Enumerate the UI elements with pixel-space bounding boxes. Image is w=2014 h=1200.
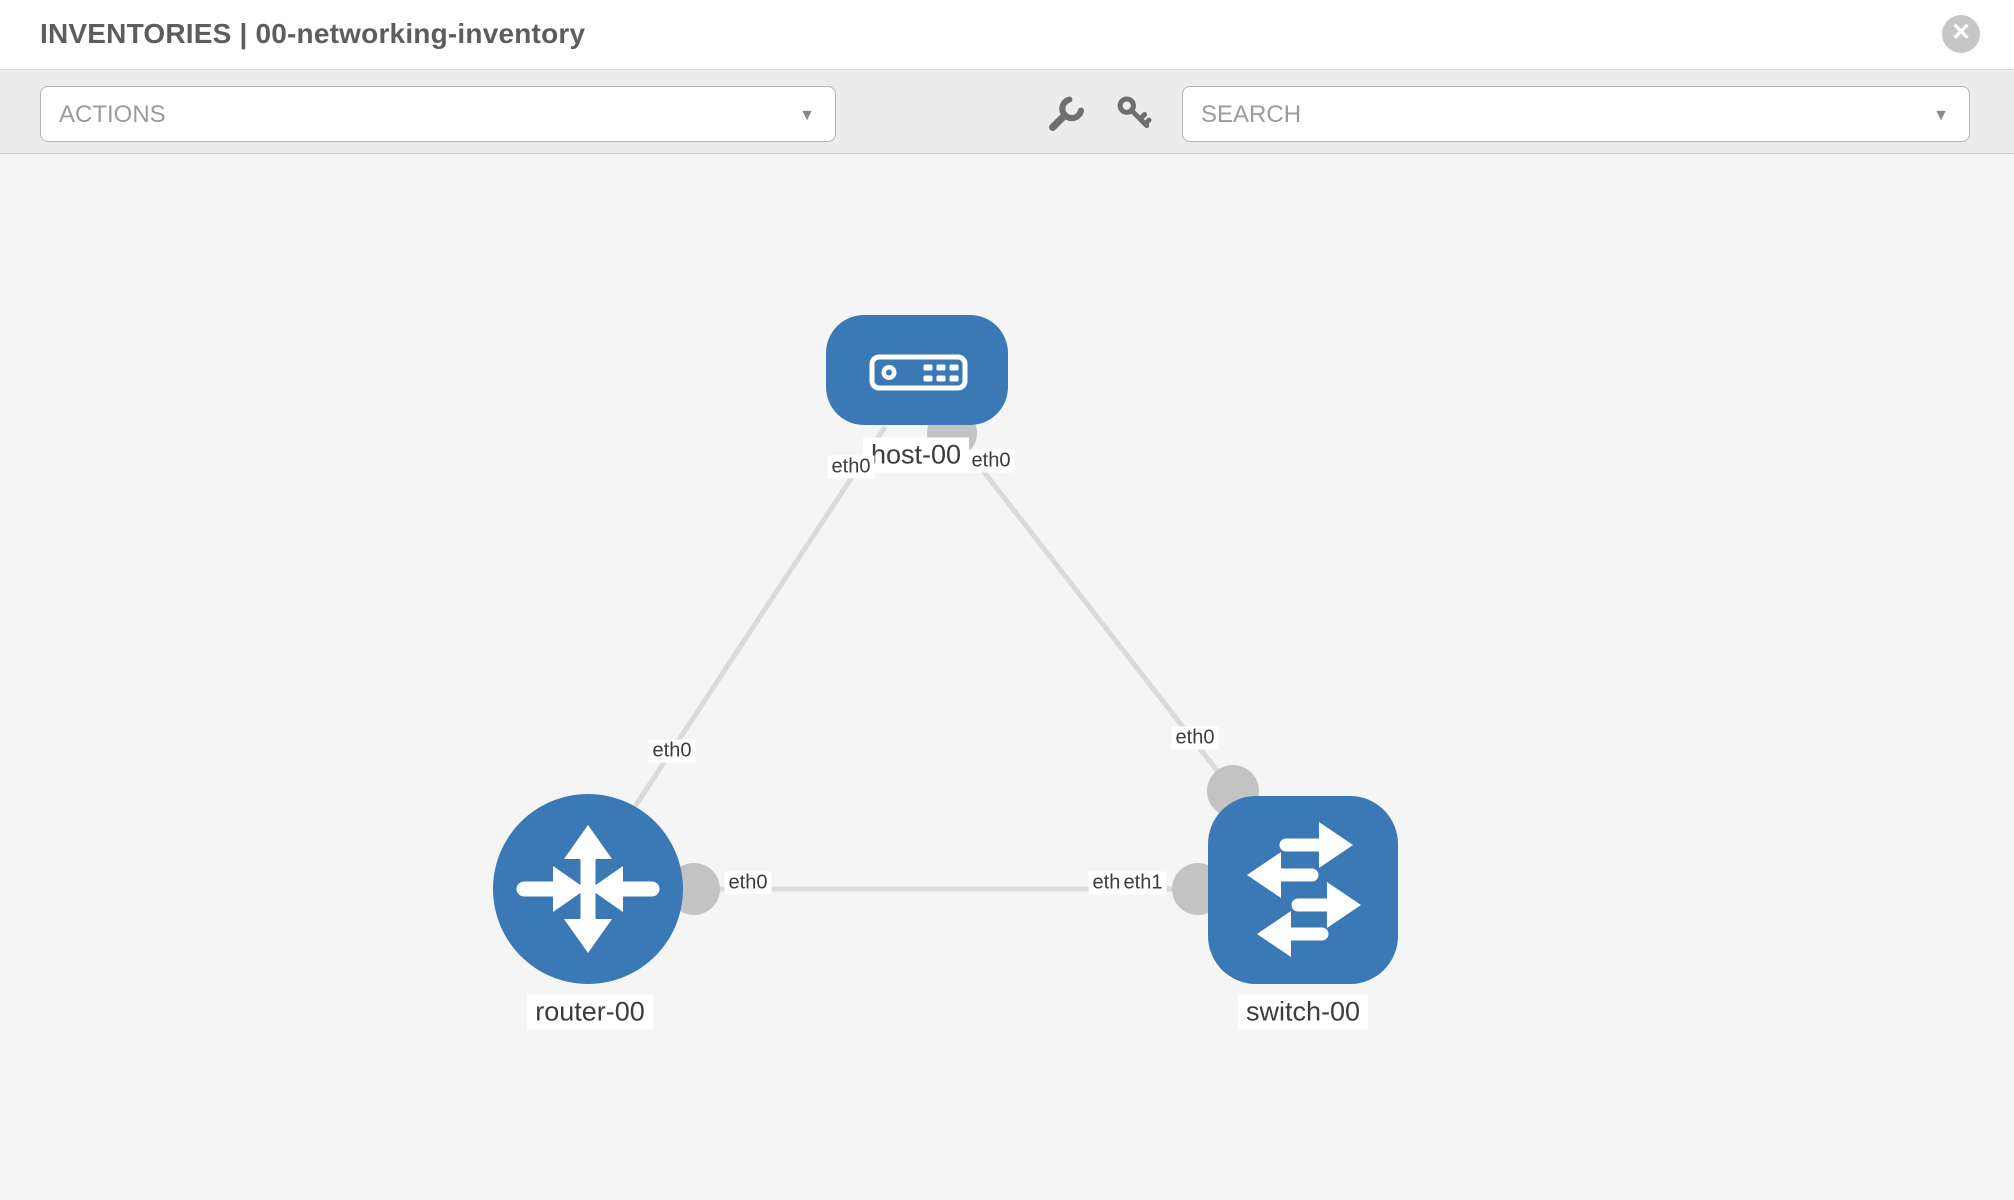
node-router-00[interactable] bbox=[493, 794, 683, 984]
node-label-switch: switch-00 bbox=[1237, 994, 1369, 1030]
server-icon bbox=[869, 354, 968, 391]
node-switch-00[interactable] bbox=[1208, 796, 1398, 984]
chevron-down-icon: ▼ bbox=[799, 107, 815, 124]
wrench-icon[interactable] bbox=[1046, 94, 1086, 134]
key-icon[interactable] bbox=[1114, 94, 1154, 134]
search-dropdown-label: SEARCH bbox=[1201, 101, 1302, 128]
node-label-router: router-00 bbox=[527, 994, 653, 1030]
node-label-host: host-00 bbox=[862, 437, 970, 473]
port-label-router-top: eth0 bbox=[648, 739, 696, 763]
switch-arrows-icon bbox=[1247, 822, 1361, 957]
port-label-switch-top: eth0 bbox=[1171, 726, 1219, 750]
topology-svg bbox=[493, 315, 1398, 984]
port-label-host-left: eth0 bbox=[827, 455, 875, 479]
search-dropdown[interactable]: SEARCH ▼ bbox=[1182, 86, 1970, 142]
router-arrows-icon bbox=[516, 825, 660, 953]
toolbar: ACTIONS ▼ SEARCH ▼ bbox=[0, 70, 2014, 154]
close-icon[interactable]: ✕ bbox=[1942, 15, 1980, 53]
page-title: INVENTORIES | 00-networking-inventory bbox=[40, 18, 586, 49]
port-label-host-right: eth0 bbox=[967, 449, 1015, 473]
actions-dropdown[interactable]: ACTIONS ▼ bbox=[40, 86, 836, 142]
header-bar: INVENTORIES | 00-networking-inventory ✕ bbox=[0, 0, 2014, 70]
topology-canvas[interactable]: host-00 router-00 switch-00 eth0 eth0 et… bbox=[0, 154, 2014, 1200]
node-host-00[interactable] bbox=[826, 315, 1008, 425]
actions-dropdown-label: ACTIONS bbox=[59, 101, 166, 128]
port-label-router-right: eth0 bbox=[724, 871, 772, 895]
chevron-down-icon: ▼ bbox=[1933, 107, 1949, 124]
port-label-switch-left: eth1 bbox=[1119, 871, 1167, 895]
